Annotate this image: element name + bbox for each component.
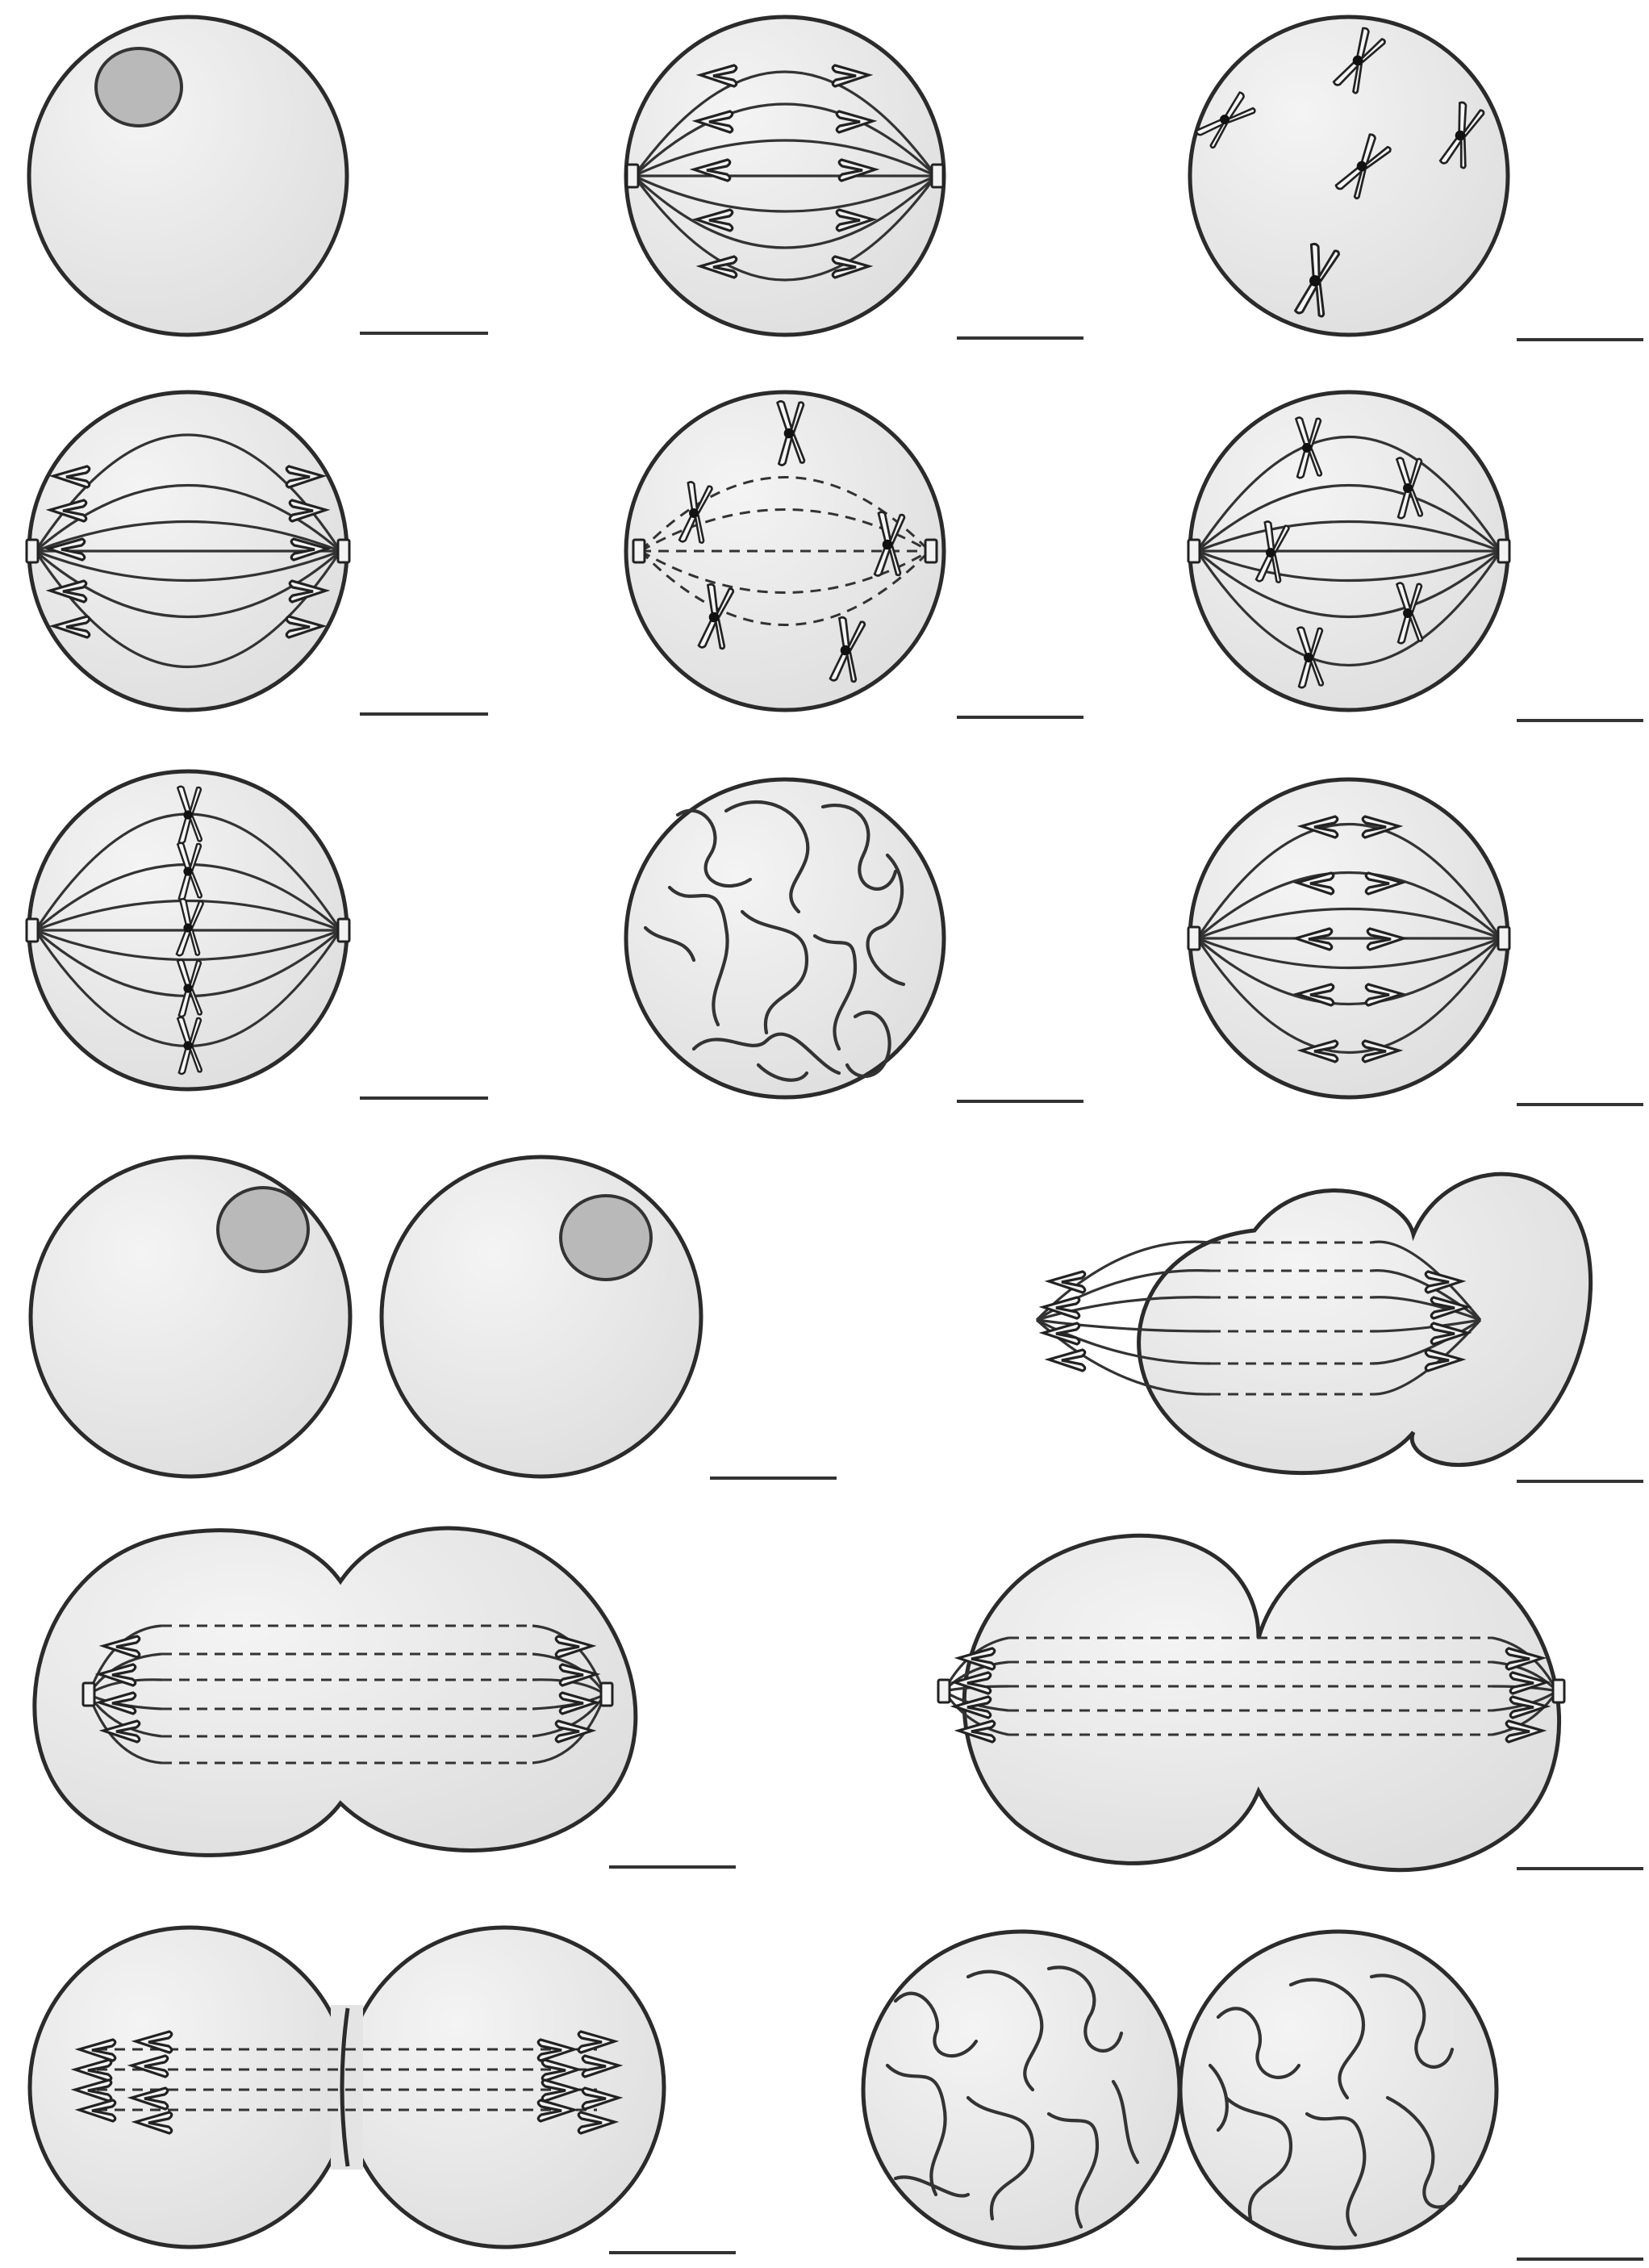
- cell-11: [1037, 1174, 1591, 1472]
- nucleus: [561, 1196, 651, 1280]
- cell-3: [1190, 17, 1508, 335]
- cell-13: [938, 1535, 1564, 1869]
- cell-7: [27, 771, 349, 1089]
- cell-9: [1188, 779, 1509, 1097]
- cell-14: [30, 1928, 664, 2247]
- nucleus: [96, 48, 182, 126]
- cell-4: [27, 392, 349, 710]
- cell-5: [626, 392, 944, 710]
- cell-10: [31, 1157, 701, 1476]
- cell-6: [1188, 392, 1509, 710]
- cell-1: [29, 17, 347, 335]
- cell-12: [35, 1528, 636, 1855]
- nucleus: [218, 1188, 308, 1272]
- cell-8: [626, 779, 944, 1097]
- cell-15: [863, 1932, 1497, 2248]
- cell-2: [626, 17, 944, 335]
